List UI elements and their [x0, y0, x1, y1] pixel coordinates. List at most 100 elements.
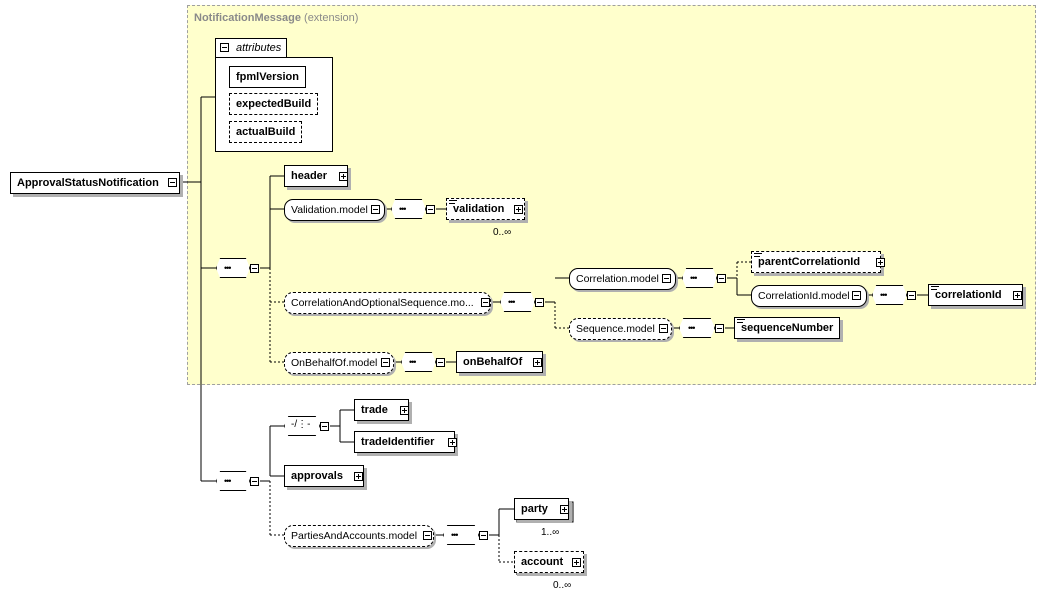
cardinality-label: 1..∞ [541, 527, 560, 538]
sequence-compositor [679, 318, 715, 338]
collapse-toggle-icon[interactable] [436, 358, 445, 367]
extension-name: NotificationMessage [194, 12, 301, 24]
collapse-toggle-icon[interactable] [371, 205, 380, 214]
element-trade-identifier[interactable]: tradeIdentifier [354, 431, 456, 453]
sequence-icon: ••• [399, 204, 407, 214]
choice-compositor [284, 416, 320, 436]
sequence-icon: ••• [224, 263, 232, 273]
attribute-fpml-version[interactable]: fpmlVersion [229, 66, 306, 88]
element-validation[interactable]: validation [446, 198, 526, 220]
group-label: Sequence.model [576, 323, 655, 335]
sequence-compositor [216, 471, 250, 491]
sequence-icon: ••• [690, 273, 698, 283]
expand-toggle-icon[interactable] [448, 438, 457, 447]
group-label: CorrelationAndOptionalSequence.mo... [291, 297, 474, 309]
group-label: OnBehalfOf.model [291, 357, 378, 369]
attribute-label: expectedBuild [236, 98, 312, 110]
collapse-toggle-icon[interactable] [907, 291, 916, 300]
element-on-behalf-of[interactable]: onBehalfOf [456, 351, 544, 373]
root-label: ApprovalStatusNotification [17, 177, 159, 189]
expand-toggle-icon[interactable] [514, 205, 523, 214]
expand-toggle-icon[interactable] [572, 558, 581, 567]
expand-toggle-icon[interactable] [1013, 291, 1022, 300]
collapse-toggle-icon[interactable] [481, 298, 490, 307]
choice-icon: -/⋮- [291, 419, 311, 430]
sequence-compositor [500, 292, 535, 312]
expand-toggle-icon[interactable] [400, 406, 409, 415]
sequence-compositor [872, 285, 907, 305]
sequence-compositor [401, 352, 436, 372]
sequence-icon: ••• [224, 476, 232, 486]
attributes-tab-label: attributes [236, 42, 282, 54]
collapse-toggle-icon[interactable] [220, 43, 229, 52]
collapse-toggle-icon[interactable] [535, 298, 544, 307]
cardinality-label: 0..∞ [553, 580, 572, 591]
collapse-toggle-icon[interactable] [423, 531, 432, 540]
element-account[interactable]: account [514, 551, 585, 573]
group-correlation-model[interactable]: Correlation.model [569, 268, 676, 290]
attribute-actual-build[interactable]: actualBuild [229, 121, 303, 143]
collapse-toggle-icon[interactable] [717, 274, 726, 283]
collapse-toggle-icon[interactable] [381, 358, 390, 367]
collapse-toggle-icon[interactable] [320, 422, 329, 431]
collapse-toggle-icon[interactable] [426, 205, 435, 214]
attributes-tab[interactable]: attributes [215, 38, 287, 57]
collapse-toggle-icon[interactable] [659, 324, 668, 333]
group-label: PartiesAndAccounts.model [291, 530, 418, 542]
expand-toggle-icon[interactable] [533, 358, 542, 367]
sequence-icon: ••• [688, 323, 696, 333]
collapse-toggle-icon[interactable] [662, 274, 671, 283]
sequence-icon: ••• [508, 297, 516, 307]
element-label: sequenceNumber [741, 322, 834, 334]
sequence-compositor [216, 258, 250, 278]
element-correlation-id[interactable]: correlationId [928, 284, 1023, 306]
expand-toggle-icon[interactable] [339, 172, 348, 181]
expand-toggle-icon[interactable] [354, 472, 363, 481]
element-label: parentCorrelationId [758, 256, 861, 268]
element-label: tradeIdentifier [361, 436, 435, 448]
group-correlation-id-model[interactable]: CorrelationId.model [751, 285, 867, 307]
group-on-behalf-of-model[interactable]: OnBehalfOf.model [284, 352, 395, 374]
collapse-toggle-icon[interactable] [168, 178, 177, 187]
element-label: onBehalfOf [463, 356, 523, 368]
sequence-icon: ••• [880, 290, 888, 300]
attribute-label: fpmlVersion [236, 71, 299, 83]
group-label: Validation.model [291, 204, 368, 216]
element-label: validation [453, 203, 505, 215]
documentation-icon [737, 319, 745, 325]
group-label: Correlation.model [576, 273, 659, 285]
sequence-icon: ••• [409, 357, 417, 367]
sequence-compositor [443, 525, 479, 545]
element-label: account [521, 556, 564, 568]
collapse-toggle-icon[interactable] [479, 531, 488, 540]
documentation-icon [754, 253, 762, 259]
extension-label: (extension) [304, 12, 359, 24]
collapse-toggle-icon[interactable] [250, 477, 259, 486]
group-correlation-sequence-model[interactable]: CorrelationAndOptionalSequence.mo... [284, 292, 491, 314]
element-sequence-number[interactable]: sequenceNumber [734, 317, 841, 339]
expand-toggle-icon[interactable] [876, 258, 885, 267]
sequence-compositor [682, 268, 717, 288]
attribute-expected-build[interactable]: expectedBuild [229, 93, 319, 115]
group-sequence-model[interactable]: Sequence.model [569, 318, 672, 340]
element-approvals[interactable]: approvals [284, 465, 364, 487]
expand-toggle-icon[interactable] [560, 505, 569, 514]
element-parent-correlation-id[interactable]: parentCorrelationId [751, 251, 882, 273]
collapse-toggle-icon[interactable] [250, 264, 259, 273]
attribute-label: actualBuild [236, 126, 296, 138]
element-label: party [521, 503, 548, 515]
documentation-icon [449, 200, 457, 206]
sequence-icon: ••• [451, 530, 459, 540]
element-label: header [291, 170, 328, 182]
element-header[interactable]: header [284, 165, 349, 187]
group-validation-model[interactable]: Validation.model [284, 199, 385, 221]
group-parties-accounts-model[interactable]: PartiesAndAccounts.model [284, 525, 435, 547]
group-label: CorrelationId.model [758, 290, 850, 302]
extension-title: NotificationMessage (extension) [194, 12, 358, 24]
collapse-toggle-icon[interactable] [852, 291, 861, 300]
root-element[interactable]: ApprovalStatusNotification [10, 172, 180, 194]
documentation-icon [931, 286, 939, 292]
collapse-toggle-icon[interactable] [715, 324, 724, 333]
element-label: approvals [291, 470, 343, 482]
